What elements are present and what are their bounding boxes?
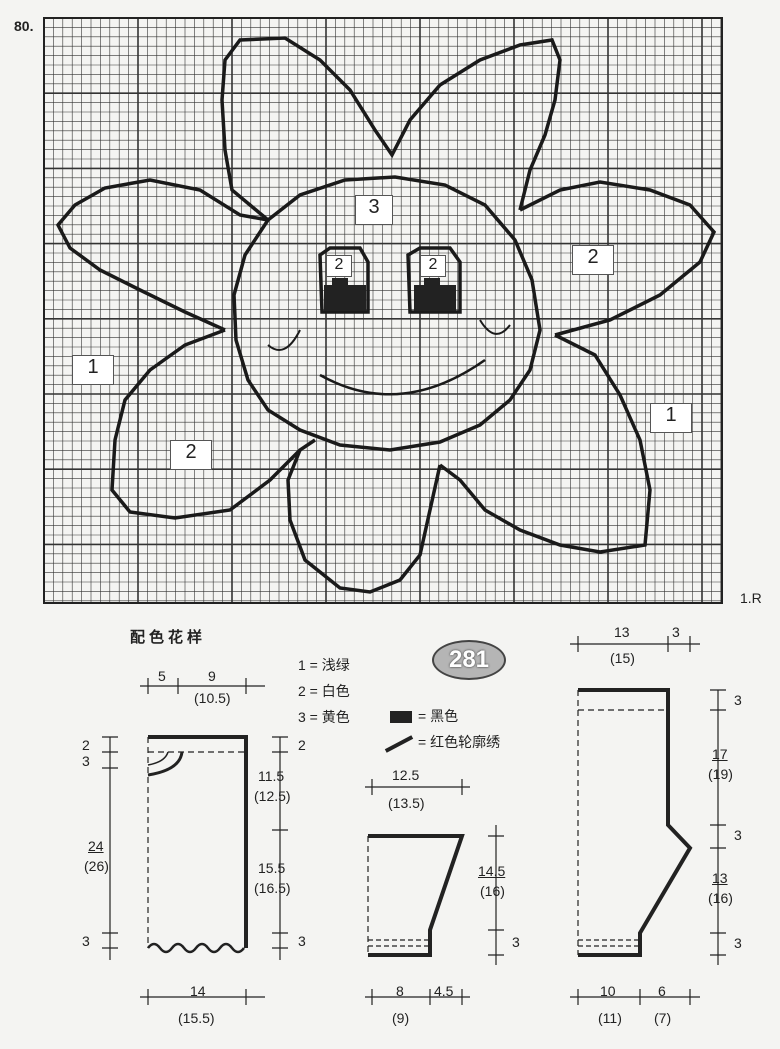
- sleeve-right-h-2: (16): [480, 883, 505, 899]
- petal-bottom-outline: [286, 438, 442, 594]
- side-bottom-width-2: 6: [658, 983, 666, 999]
- side-bottom-width-alt-1: (11): [598, 1010, 622, 1026]
- petal-left-outline: [55, 178, 269, 332]
- color-key-right-petal: 2: [572, 245, 614, 275]
- side-right-h-7: 3: [734, 935, 742, 951]
- pattern-title: 配色花样: [130, 629, 207, 646]
- color-key-center: 3: [355, 195, 393, 225]
- side-top-width-1: 13: [614, 624, 630, 640]
- front-bottom-width-alt: (15.5): [178, 1010, 215, 1026]
- legend-black: = 黑色: [418, 708, 459, 724]
- row-start-label: 1.R: [740, 590, 762, 606]
- side-top-width-alt: (15): [610, 650, 635, 666]
- front-bottom-width: 14: [190, 983, 206, 999]
- front-right-h-6: 3: [298, 933, 306, 949]
- sleeve-top-width-alt: (13.5): [388, 795, 425, 811]
- petal-lower-left-outline: [110, 328, 302, 520]
- eye-right-outline: [406, 246, 462, 314]
- legend-red-outline: = 红色轮廓绣: [418, 734, 501, 750]
- smile-line: [319, 358, 486, 396]
- front-right-h-4: 15.5: [258, 860, 286, 876]
- sleeve-bottom-width-2: 4.5: [434, 983, 454, 999]
- side-right-h-2: 17: [712, 746, 728, 762]
- front-right-h-2: 11.5: [258, 768, 285, 784]
- front-left-h-1: 2: [82, 737, 90, 753]
- front-left-h-4: (26): [84, 858, 109, 874]
- cheek-left-line: [267, 329, 301, 351]
- legend-item-1: 1 = 浅绿: [298, 657, 350, 673]
- front-top-width-2: 9: [208, 668, 216, 684]
- petal-lower-right-outline: [438, 333, 652, 554]
- cheek-right-line: [479, 319, 511, 335]
- side-right-h-5: 13: [712, 870, 728, 886]
- front-top-width-1: 5: [158, 668, 166, 684]
- side-piece: [570, 636, 726, 1005]
- sleeve-bottom-width-alt: (9): [392, 1010, 410, 1026]
- side-right-h-1: 3: [734, 692, 742, 708]
- sleeve-right-h-3: 3: [512, 934, 520, 950]
- pupil-right: [414, 285, 456, 311]
- sleeve-piece: [365, 779, 504, 1005]
- eye-left-outline: [318, 246, 370, 314]
- petal-right-outline: [519, 180, 717, 337]
- color-key-eye-right: 2: [420, 255, 446, 277]
- side-right-h-4: 3: [734, 827, 742, 843]
- flower-center-outline: [232, 175, 542, 452]
- petal-top-left-outline: [220, 36, 562, 222]
- side-bottom-width-alt-2: (7): [654, 1010, 672, 1026]
- sleeve-right-h-1: 14.5: [478, 863, 506, 879]
- front-piece: [102, 678, 288, 1005]
- pattern-number-badge: 281: [432, 640, 506, 680]
- front-right-h-3: (12.5): [254, 788, 291, 804]
- side-right-h-3: (19): [708, 766, 733, 782]
- chart-number: 80.: [14, 18, 34, 34]
- front-top-width-alt: (10.5): [194, 690, 231, 706]
- pupil-left: [324, 285, 366, 311]
- color-key-left-bg: 1: [72, 355, 114, 385]
- color-key-lower-left-petal: 2: [170, 440, 212, 470]
- legend-item-2: 2 = 白色: [298, 683, 350, 699]
- front-left-h-3: 24: [88, 838, 104, 854]
- color-key-right-bg: 1: [650, 403, 692, 433]
- sleeve-top-width: 12.5: [392, 767, 420, 783]
- color-key-eye-left: 2: [326, 255, 352, 277]
- front-right-h-1: 2: [298, 737, 306, 753]
- black-swatch-icon: [390, 711, 412, 723]
- side-right-h-6: (16): [708, 890, 733, 906]
- front-left-h-5: 3: [82, 933, 90, 949]
- front-right-h-5: (16.5): [254, 880, 291, 896]
- legend-item-3: 3 = 黄色: [298, 709, 350, 725]
- front-left-h-2: 3: [82, 753, 90, 769]
- side-bottom-width-1: 10: [600, 983, 616, 999]
- sleeve-bottom-width-1: 8: [396, 983, 404, 999]
- side-top-width-2: 3: [672, 624, 680, 640]
